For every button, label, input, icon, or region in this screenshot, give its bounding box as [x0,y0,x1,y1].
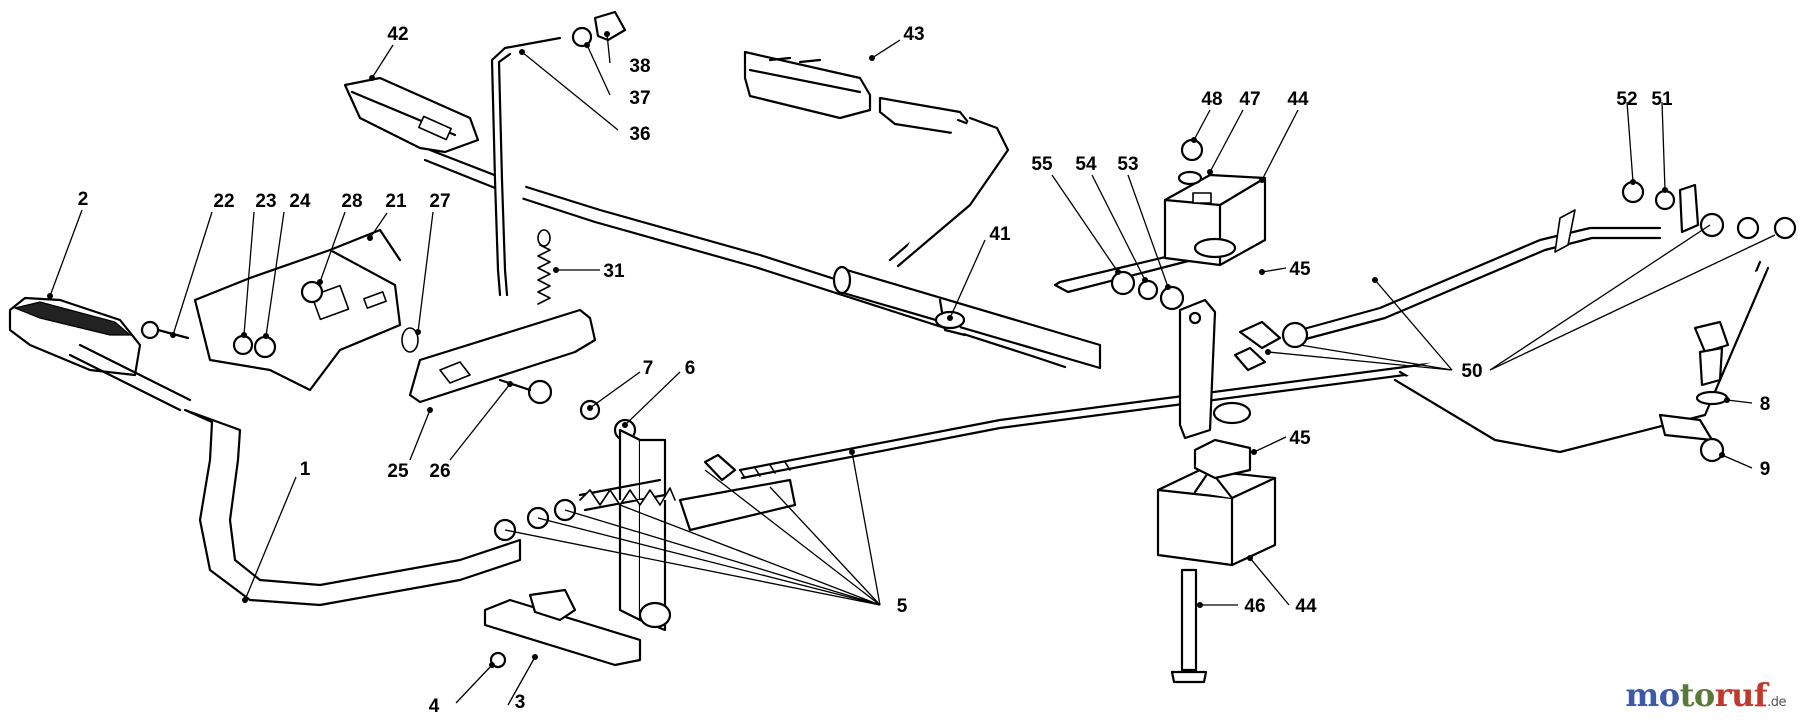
part-1-pedal-arm [183,408,522,607]
callout-24: 24 [289,191,311,212]
watermark-tld: .de [1767,695,1786,710]
callout-43: 43 [903,24,924,45]
callout-45-lower: 45 [1289,428,1311,449]
part-26-bolt [498,378,553,405]
callout-labels: 2 1 3 4 5 6 7 8 9 21 22 23 24 25 26 27 2… [78,24,1771,717]
callout-27: 27 [429,191,450,212]
callout-41: 41 [989,224,1011,245]
part-42-bracket [343,76,480,154]
callout-22: 22 [213,191,234,212]
callout-47: 47 [1239,89,1260,110]
part-50-tie-rods [1233,209,1770,454]
callout-2: 2 [78,189,89,210]
site-watermark: motoruf.de [1625,676,1786,714]
part-21-bracket [193,228,419,392]
callout-5: 5 [897,596,908,617]
callout-54: 54 [1075,154,1097,175]
pivot-plate [1178,298,1217,440]
callout-6: 6 [685,358,696,379]
watermark-part1: mo [1625,676,1680,714]
part-22-bolt [140,320,190,340]
callout-42: 42 [387,24,408,45]
callout-26: 26 [429,461,450,482]
callout-9: 9 [1760,459,1771,480]
leader-lines [47,31,1776,706]
part-3-bracket [483,588,642,667]
callout-28: 28 [341,191,362,212]
callout-55: 55 [1031,154,1053,175]
callout-52: 52 [1616,89,1637,110]
callout-25: 25 [387,461,409,482]
watermark-part2: to [1679,676,1716,714]
callout-36: 36 [629,124,650,145]
callout-44-upper: 44 [1287,89,1309,110]
part-53-54-55-washers [1110,270,1185,311]
part-46-bolt [1170,568,1208,684]
part-2-pedal [8,296,192,412]
part-31-spring [537,229,551,305]
callout-37: 37 [629,88,650,109]
callout-38: 38 [629,56,650,77]
callout-8: 8 [1760,394,1771,415]
part-43-pad-assembly [743,50,1010,268]
part-44-upper-block [1163,173,1267,267]
callout-1: 1 [300,459,311,480]
callout-50: 50 [1461,361,1482,382]
callout-7: 7 [643,358,654,379]
callout-3: 3 [515,692,526,713]
part-47-48-nut-washer [1177,138,1204,186]
part-25-plate [408,308,597,404]
part-36-rod [490,10,627,297]
callout-46: 46 [1244,596,1265,617]
callout-53: 53 [1117,154,1138,175]
part-28-nut [300,280,324,304]
callout-51: 51 [1651,89,1673,110]
callout-23: 23 [255,191,276,212]
callout-44-lower: 44 [1295,596,1317,617]
part-5-assembly [493,428,797,632]
part-8-9-ball-joint [1658,320,1730,463]
watermark-part3: ruf [1714,676,1768,714]
callout-31: 31 [603,261,625,282]
part-45-bushing [1193,401,1252,480]
callout-45-upper: 45 [1289,259,1311,280]
callout-21: 21 [385,191,407,212]
callout-4: 4 [429,696,440,717]
part-44-lower-block [1156,468,1277,567]
callout-48: 48 [1201,89,1222,110]
